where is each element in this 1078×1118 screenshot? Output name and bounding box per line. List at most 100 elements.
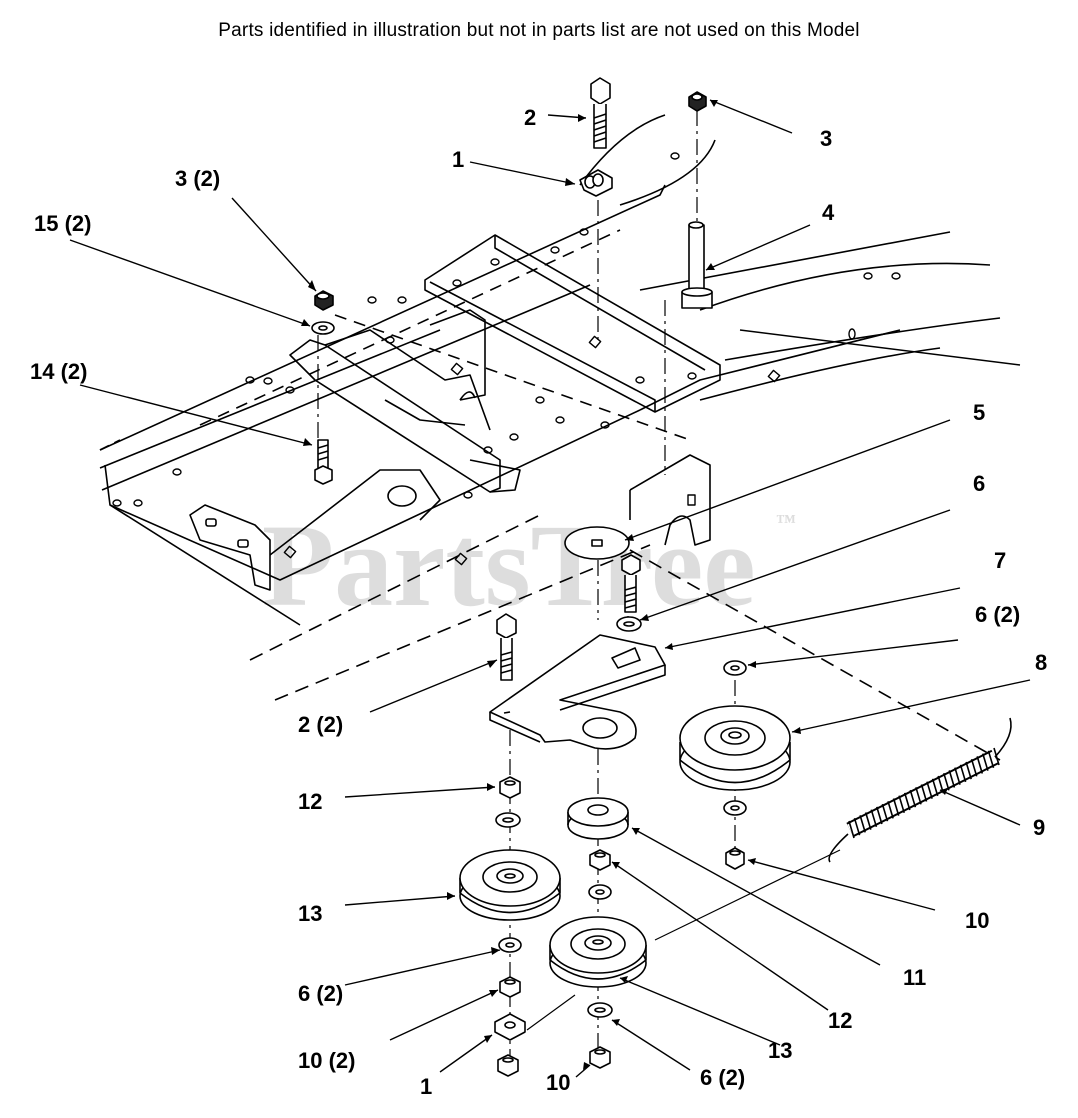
- callout-12-left: 12: [298, 789, 322, 814]
- spacer-11: [567, 797, 629, 840]
- nut-10-right: [725, 847, 745, 870]
- arrowheads: [301, 100, 948, 1070]
- frame-right-upper: [699, 262, 991, 311]
- callout-6-2-bottom: 6 (2): [700, 1065, 745, 1090]
- spring-coil: [943, 772, 950, 791]
- frame-bottom-edge: [104, 409, 641, 581]
- callout-6-top: 6: [973, 471, 985, 496]
- callout-1-top: 1: [452, 147, 464, 172]
- bolt-2-top: [590, 77, 611, 149]
- nut-left-bottom: [497, 1054, 519, 1077]
- washer-left-1: [495, 812, 521, 828]
- spring-coil: [898, 795, 905, 814]
- clip-1-top: [579, 169, 613, 197]
- spring-coil: [876, 806, 883, 825]
- washer-6-top: [616, 616, 642, 632]
- left-front-tab-hole-1: [205, 518, 217, 527]
- frame-right-return: [639, 329, 901, 411]
- callout-5: 5: [973, 400, 985, 425]
- washer-center-2: [587, 1002, 613, 1018]
- washer-left-2: [498, 937, 522, 953]
- callout-13-left: 13: [298, 901, 322, 926]
- spring-coil: [881, 803, 889, 822]
- leader-lines: [69, 99, 1031, 1078]
- cross-bracket-edge: [494, 235, 706, 371]
- ref-line-5: [334, 314, 691, 441]
- frame-top-edge: [99, 184, 666, 451]
- left-front-tab: [189, 504, 271, 591]
- callout-10-bottom: 10: [546, 1070, 570, 1095]
- spring-coil: [864, 812, 872, 830]
- disc-5: [564, 526, 630, 560]
- spring-coil: [870, 809, 878, 828]
- nut-center-bottom: [589, 1046, 611, 1069]
- callout-10-right: 10: [965, 908, 989, 933]
- washer-15-2: [311, 321, 335, 335]
- callout-12-right: 12: [828, 1008, 852, 1033]
- callout-8: 8: [1035, 650, 1047, 675]
- nut-12-left: [499, 776, 521, 799]
- idler-bracket-7: [489, 634, 666, 750]
- pulley-13-left: [459, 849, 561, 921]
- callout-11: 11: [903, 965, 926, 990]
- nut-3-top: [688, 91, 707, 112]
- spring-coil: [982, 753, 989, 771]
- left-vertical-plate-notch: [459, 391, 476, 401]
- belt-guide-line: [526, 849, 841, 1031]
- deck-frame: [99, 152, 1021, 761]
- nut-left-lower: [499, 976, 521, 998]
- spring-coil: [903, 792, 911, 811]
- left-bracket-web: [384, 399, 466, 426]
- nut-12-center: [589, 849, 611, 871]
- pulley-8: [679, 705, 791, 791]
- pulley-13-center: [549, 916, 647, 988]
- spring-coil: [948, 770, 956, 788]
- spring-coil: [965, 761, 972, 780]
- frame-right-back: [739, 329, 1021, 366]
- callout-6-2-left: 6 (2): [298, 981, 343, 1006]
- left-bracket-upper: [324, 329, 491, 431]
- ref-line-3: [274, 544, 651, 701]
- callout-6-2-right: 6 (2): [975, 602, 1020, 627]
- washer-under-8: [723, 800, 747, 816]
- spring-coil: [909, 789, 917, 808]
- spring-coil: [920, 784, 928, 802]
- spring-coil: [987, 750, 995, 769]
- spring-coil: [859, 815, 866, 833]
- callout-3-2: 3 (2): [175, 166, 220, 191]
- ref-line-2: [249, 514, 541, 661]
- spring-coil: [887, 801, 894, 819]
- callout-9: 9: [1033, 815, 1045, 840]
- spring-coil: [970, 758, 978, 777]
- callout-labels: 1 2 3 3 (2) 15 (2) 4 14 (2) 5 6 7 6 (2) …: [30, 105, 1047, 1099]
- shoulder-bolt-4: [681, 221, 713, 309]
- left-brace: [269, 469, 441, 556]
- frame-front-lip: [109, 504, 301, 626]
- left-vertical-plate: [429, 309, 486, 401]
- spring-coil: [931, 778, 939, 797]
- spring-coil: [892, 798, 900, 816]
- spring-coil: [915, 787, 922, 805]
- frame-right-lower: [699, 347, 941, 401]
- cross-bracket-flange: [429, 281, 656, 412]
- cable: [579, 114, 716, 206]
- callout-10-2: 10 (2): [298, 1048, 355, 1073]
- bolt-14-2: [314, 439, 333, 485]
- washer-center-1: [588, 884, 612, 900]
- cross-bracket: [424, 234, 721, 413]
- hardware-parts: [311, 77, 1012, 1077]
- spring-coil: [959, 764, 967, 783]
- spring-coil: [976, 756, 984, 774]
- callout-13-right: 13: [768, 1038, 792, 1063]
- washer-6-2-right: [723, 660, 747, 676]
- spring-coil: [848, 820, 855, 839]
- ref-line-1: [199, 229, 621, 426]
- callout-2-2: 2 (2): [298, 712, 343, 737]
- parts-disclaimer-note: Parts identified in illustration but not…: [218, 20, 860, 41]
- ref-line-4: [629, 549, 1001, 761]
- frame-holes: [112, 152, 901, 507]
- spring-coil: [853, 817, 861, 836]
- frame-mid-edge: [99, 329, 441, 469]
- callout-3-top: 3: [820, 126, 832, 151]
